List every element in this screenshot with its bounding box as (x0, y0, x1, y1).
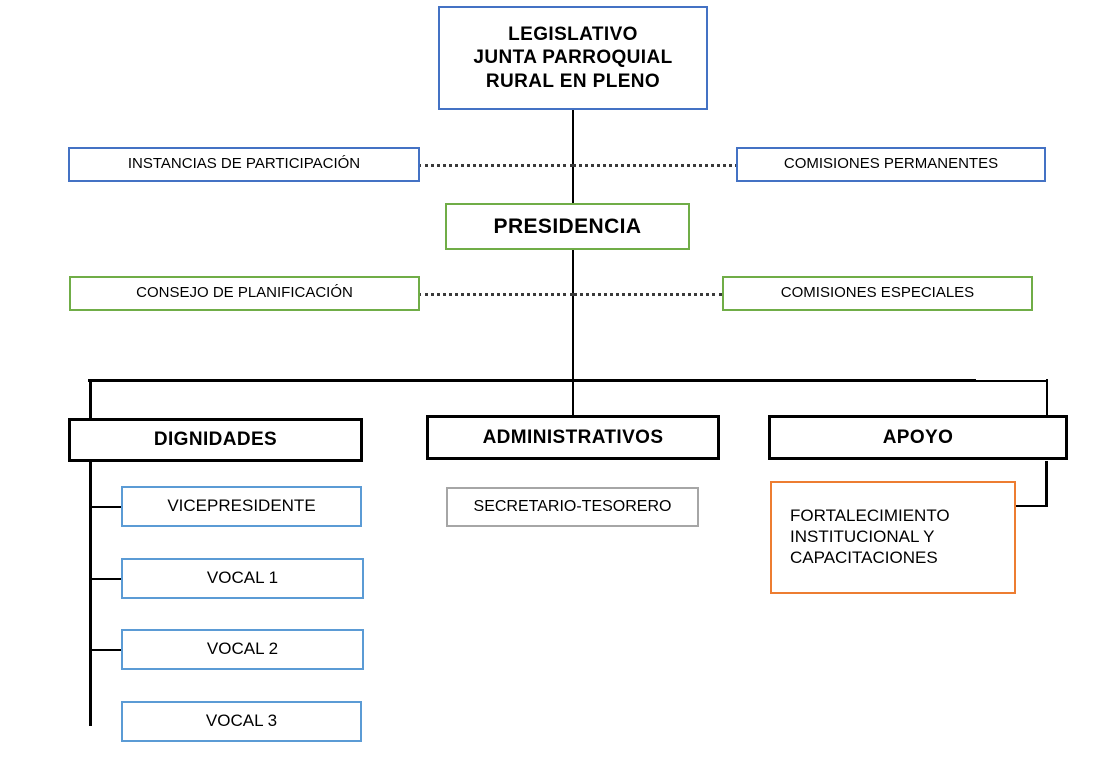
node-vocal-1-label: VOCAL 1 (206, 568, 279, 588)
node-instancias-participacion[interactable]: INSTANCIAS DE PARTICIPACIÓN (68, 147, 420, 182)
connector-presidencia-bus (572, 250, 574, 381)
node-vicepresidente[interactable]: VICEPRESIDENTE (121, 486, 362, 527)
connector-stub-vicepresidente (89, 506, 122, 508)
node-presidencia-label: PRESIDENCIA (493, 214, 642, 238)
node-vocal-3[interactable]: VOCAL 3 (121, 701, 362, 742)
connector-dignidades-spine (89, 462, 92, 726)
connector-bus-horizontal-right (974, 380, 1048, 382)
node-vocal-2[interactable]: VOCAL 2 (121, 629, 364, 670)
node-apoyo-label: APOYO (882, 426, 954, 448)
node-vocal-3-label: VOCAL 3 (205, 711, 278, 731)
connector-stub-vocal-2 (89, 649, 122, 651)
node-apoyo[interactable]: APOYO (768, 415, 1068, 460)
node-legislativo[interactable]: LEGISLATIVO JUNTA PARROQUIAL RURAL EN PL… (438, 6, 708, 110)
connector-dotted-consejo (418, 293, 573, 296)
node-legislativo-label: LEGISLATIVO JUNTA PARROQUIAL RURAL EN PL… (473, 24, 673, 92)
node-fortalecimiento-label: FORTALECIMIENTO INSTITUCIONAL Y CAPACITA… (790, 506, 950, 567)
node-comisiones-permanentes-label: COMISIONES PERMANENTES (783, 155, 999, 173)
node-instancias-participacion-label: INSTANCIAS DE PARTICIPACIÓN (127, 155, 361, 173)
connector-bus-drop-administrativos (572, 379, 574, 415)
connector-bus-horizontal (88, 379, 976, 382)
connector-stub-vocal-1 (89, 578, 122, 580)
node-consejo-planificacion-label: CONSEJO DE PLANIFICACIÓN (136, 284, 353, 302)
connector-dotted-instancias (418, 164, 573, 167)
node-vicepresidente-label: VICEPRESIDENTE (167, 496, 316, 516)
node-vocal-1[interactable]: VOCAL 1 (121, 558, 364, 599)
connector-dotted-comisiones-especiales (573, 293, 723, 296)
node-secretario-tesorero[interactable]: SECRETARIO-TESORERO (446, 487, 699, 527)
node-comisiones-especiales[interactable]: COMISIONES ESPECIALES (722, 276, 1033, 311)
node-consejo-planificacion[interactable]: CONSEJO DE PLANIFICACIÓN (69, 276, 420, 311)
node-fortalecimiento[interactable]: FORTALECIMIENTO INSTITUCIONAL Y CAPACITA… (770, 481, 1016, 594)
node-presidencia[interactable]: PRESIDENCIA (445, 203, 690, 250)
connector-bus-drop-apoyo (1046, 379, 1048, 415)
node-administrativos[interactable]: ADMINISTRATIVOS (426, 415, 720, 460)
node-administrativos-label: ADMINISTRATIVOS (482, 426, 664, 448)
node-dignidades[interactable]: DIGNIDADES (68, 418, 363, 462)
node-dignidades-label: DIGNIDADES (153, 429, 278, 451)
node-vocal-2-label: VOCAL 2 (206, 639, 279, 659)
connector-bus-drop-dignidades (89, 379, 92, 421)
connector-dotted-comisiones-permanentes (573, 164, 738, 167)
connector-apoyo-to-fortalecimiento (1014, 505, 1048, 507)
connector-legislativo-presidencia (572, 110, 574, 203)
node-comisiones-especiales-label: COMISIONES ESPECIALES (780, 284, 975, 302)
node-secretario-tesorero-label: SECRETARIO-TESORERO (473, 498, 672, 516)
node-comisiones-permanentes[interactable]: COMISIONES PERMANENTES (736, 147, 1046, 182)
connector-apoyo-vertical (1045, 461, 1048, 506)
